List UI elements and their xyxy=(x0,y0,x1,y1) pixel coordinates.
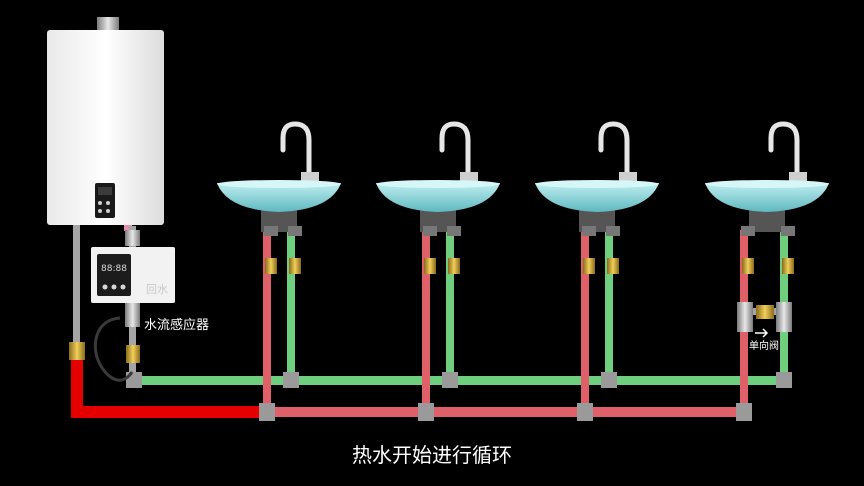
faucet-base xyxy=(619,172,637,182)
angle-valve xyxy=(583,258,595,274)
faucet-base xyxy=(301,172,319,182)
faucet-icon xyxy=(598,121,630,183)
basin xyxy=(217,183,341,212)
caption: 热水开始进行循环 xyxy=(352,443,512,467)
sink-supply-fitting xyxy=(781,226,795,236)
return-riser-1 xyxy=(287,230,295,382)
angle-valve xyxy=(424,258,436,274)
sensor-cable xyxy=(93,316,134,382)
flow-direction-arrow-icon xyxy=(755,328,769,338)
check-valve xyxy=(737,302,792,338)
hot-pipe-main xyxy=(273,407,743,417)
panel-screen xyxy=(98,187,112,195)
sink-supply-fitting xyxy=(288,226,302,236)
sink xyxy=(705,121,829,274)
hot-riser-3 xyxy=(581,230,589,412)
angle-valve xyxy=(607,258,619,274)
faucet-base xyxy=(460,172,478,182)
pump-button xyxy=(120,284,126,290)
panel-button xyxy=(106,201,110,205)
check-valve-label: 单向阀 xyxy=(749,339,779,352)
pump-display-readout: 88:88 xyxy=(101,264,127,274)
heater-outlet xyxy=(124,225,132,231)
pump-label: 回水 xyxy=(146,283,168,296)
flow-sensor-body xyxy=(125,303,140,327)
angle-valve xyxy=(782,258,794,274)
sink-supply-fitting xyxy=(741,226,755,236)
check-valve-core xyxy=(756,305,774,319)
valve-fitting xyxy=(126,345,140,363)
pump-display xyxy=(97,254,131,296)
return-riser-3 xyxy=(605,230,613,382)
panel-button xyxy=(98,209,102,213)
sink xyxy=(376,121,500,274)
angle-valve xyxy=(742,258,754,274)
hot-pipe-active-main xyxy=(71,406,273,418)
pump-button xyxy=(102,284,108,290)
tee-fitting xyxy=(442,372,458,388)
basin xyxy=(705,183,829,212)
basin-rim xyxy=(376,180,500,188)
flue-pipe xyxy=(97,17,119,31)
check-valve-body-left xyxy=(737,302,753,332)
sink-supply-fitting xyxy=(606,226,620,236)
angle-valve xyxy=(289,258,301,274)
panel-button xyxy=(98,201,102,205)
basin-rim xyxy=(535,180,659,188)
circulation-pump: 88:88 回水 xyxy=(91,226,175,382)
faucet-icon xyxy=(768,121,800,183)
check-valve-body-right xyxy=(776,302,792,332)
hot-riser-1 xyxy=(263,230,271,412)
panel-button xyxy=(106,209,110,213)
tee-fitting xyxy=(601,372,617,388)
pump-return-riser xyxy=(129,300,136,384)
heater-body xyxy=(47,30,164,225)
faucet-icon xyxy=(439,121,471,183)
hot-riser-2 xyxy=(422,230,430,412)
sink-supply-fitting xyxy=(582,226,596,236)
basin-rim xyxy=(217,180,341,188)
tee-fitting xyxy=(577,403,593,421)
pipe-fittings xyxy=(69,342,792,421)
sink-supply-fitting xyxy=(264,226,278,236)
sink-supply-fitting xyxy=(447,226,461,236)
valve-fitting xyxy=(69,342,85,360)
sink-supply-fitting xyxy=(423,226,437,236)
basin xyxy=(535,183,659,212)
sink xyxy=(217,121,341,274)
pump-button xyxy=(111,284,117,290)
sink xyxy=(535,121,659,274)
faucet-icon xyxy=(280,121,312,183)
elbow-fitting xyxy=(776,372,792,388)
feed-pipe xyxy=(73,225,80,345)
elbow-fitting xyxy=(736,403,752,421)
angle-valve xyxy=(265,258,277,274)
water-heater xyxy=(47,17,164,231)
pump-connector xyxy=(125,230,140,246)
faucet-base xyxy=(789,172,807,182)
return-riser-2 xyxy=(446,230,454,382)
tee-fitting xyxy=(418,403,434,421)
basin-rim xyxy=(705,180,829,188)
tee-fitting xyxy=(283,372,299,388)
basin xyxy=(376,183,500,212)
sinks-group xyxy=(217,121,829,274)
tee-fitting xyxy=(259,403,275,421)
angle-valve xyxy=(448,258,460,274)
hot-pipe-active-vertical xyxy=(71,358,83,416)
flow-sensor-label: 水流感应器 xyxy=(144,317,209,333)
